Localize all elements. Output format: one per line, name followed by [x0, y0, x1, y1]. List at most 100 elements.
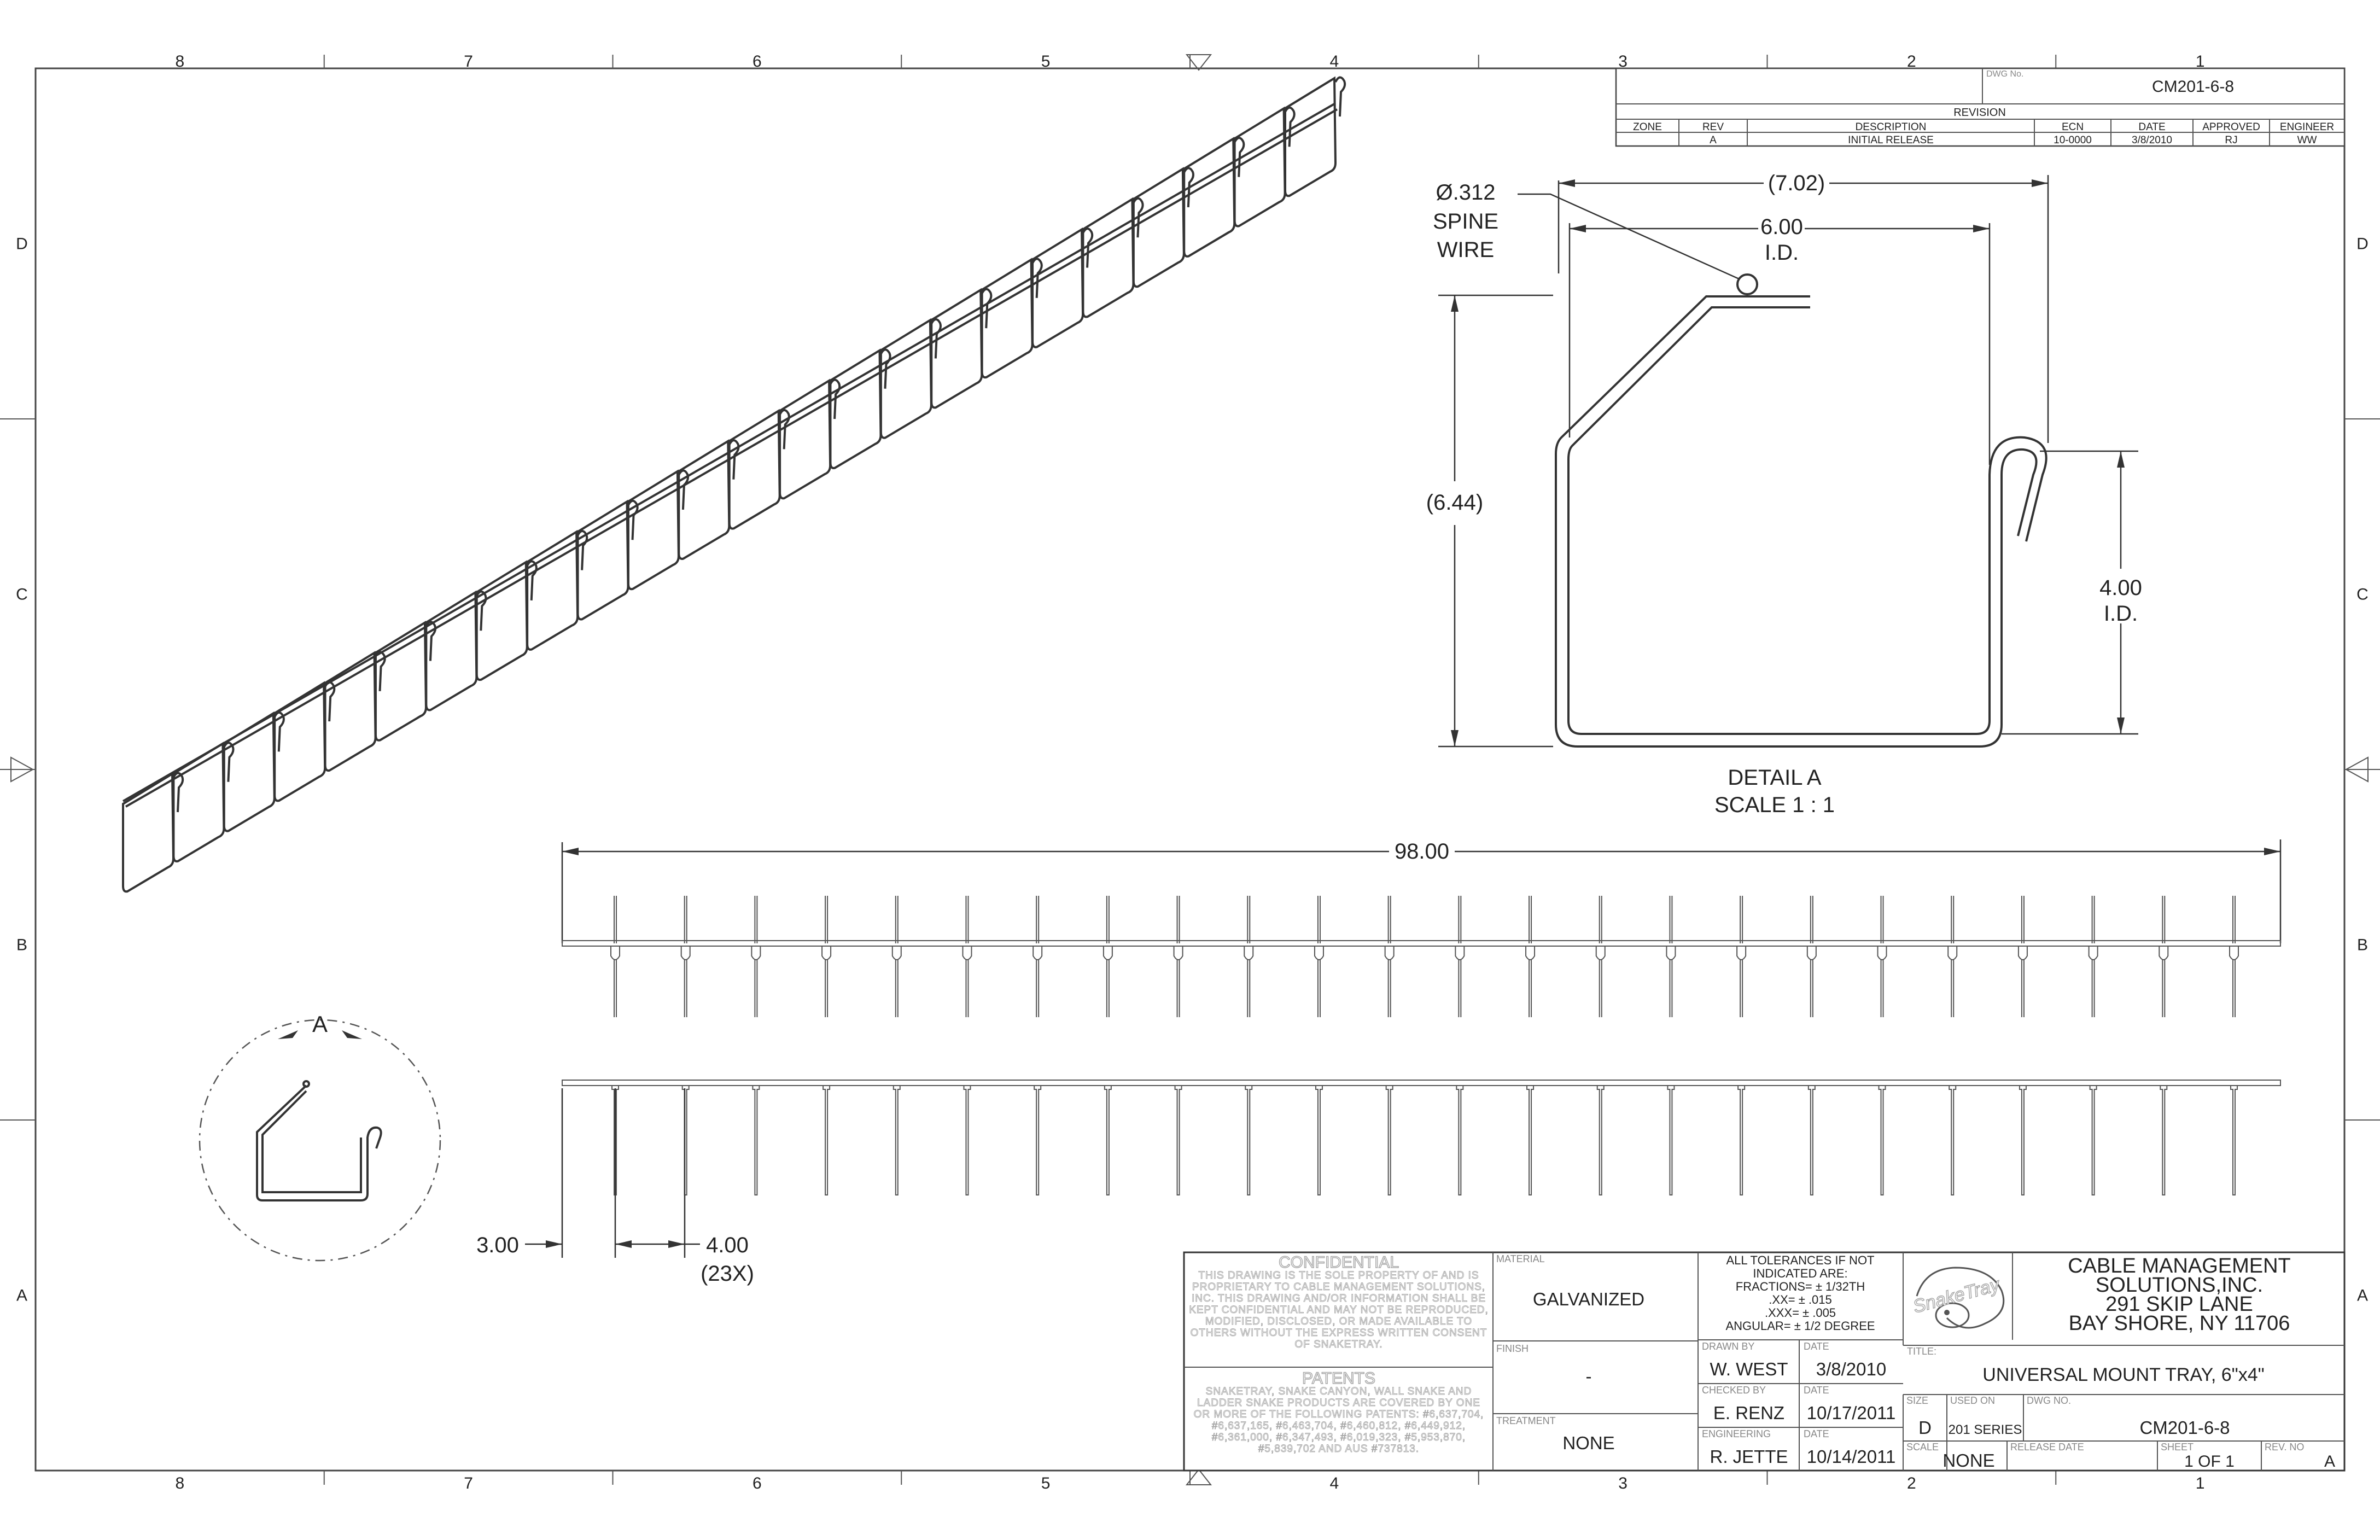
rev-value-2: INITIAL RELEASE	[1848, 135, 1934, 146]
dim-rung-spacing: 4.00	[706, 1233, 749, 1257]
rev-header-0: ZONE	[1633, 121, 1662, 133]
sheet-label: SHEET	[2161, 1442, 2194, 1452]
top-view-spine	[562, 940, 2281, 947]
zone-column-6-bottom: 6	[752, 1474, 762, 1492]
top-view-rung-upper	[1176, 896, 1180, 943]
title-block: CONFIDENTIAL THIS DRAWING IS THE SOLE PR…	[1183, 1251, 2346, 1472]
detail-a-title: DETAIL A	[1728, 766, 1821, 790]
front-view-rung	[1526, 1085, 1535, 1195]
top-view-rung-lower	[1806, 946, 1817, 1017]
zone-column-3-top: 3	[1618, 52, 1628, 71]
top-view-rung-upper	[1387, 896, 1391, 943]
release-date-label: RELEASE DATE	[2010, 1442, 2084, 1452]
iso-tray-rung	[678, 439, 731, 560]
dim-overall-length: 98.00	[1395, 839, 1449, 864]
finish-label: FINISH	[1496, 1343, 1529, 1354]
confidential-text: THIS DRAWING IS THE SOLE PROPERTY OF AND…	[1189, 1270, 1489, 1351]
patents-text: SNAKETRAY, SNAKE CANYON, WALL SNAKE AND …	[1193, 1386, 1484, 1455]
top-view-rung-lower	[1736, 946, 1747, 1017]
iso-rung-hook	[981, 288, 993, 329]
front-view-rung	[1807, 1085, 1816, 1195]
rev-header-5: APPROVED	[2202, 121, 2260, 133]
top-view-rung-upper	[2232, 896, 2236, 943]
rev-header-1: REV	[1702, 121, 1724, 133]
dim-overall-width: (7.02)	[1768, 171, 1825, 195]
centering-arrow-bottom	[1185, 1468, 1212, 1485]
rev-value-1: A	[1710, 135, 1717, 146]
spine-leader	[1518, 193, 1740, 280]
front-view-rung	[1315, 1085, 1323, 1195]
checked-by-value: E. RENZ	[1713, 1403, 1784, 1423]
zone-row-C-left: C	[16, 586, 28, 604]
treatment-label: TREATMENT	[1496, 1415, 1556, 1426]
spine-wire-circle	[1736, 273, 1758, 295]
spine-label-line1: SPINE	[1433, 209, 1498, 234]
tolerance-line: .XXX= ± .005	[1765, 1306, 1836, 1320]
company-line: SOLUTIONS,INC.	[2096, 1274, 2263, 1297]
title-label: TITLE:	[1907, 1346, 1936, 1357]
drawn-by-value: W. WEST	[1710, 1359, 1788, 1379]
iso-tray-rung	[981, 258, 1034, 379]
front-view-rung	[2160, 1085, 2168, 1195]
top-view-rung-lower	[1032, 946, 1043, 1017]
top-view-rung-lower	[1877, 946, 1887, 1017]
detail-a-wire-profile	[1555, 295, 2038, 748]
iso-rung-hook	[475, 590, 487, 631]
zone-row-B-left: B	[16, 936, 27, 954]
front-view-spine	[562, 1080, 2281, 1086]
rev-header-3: ECN	[2062, 121, 2084, 133]
material-label: MATERIAL	[1496, 1253, 1545, 1264]
zone-column-7-bottom: 7	[464, 1474, 473, 1492]
top-view-rungs	[610, 896, 2239, 1017]
plan-view: 98.00 3.00 4.00 (23X)	[476, 839, 2282, 1286]
iso-tray-rung	[930, 288, 983, 409]
used-on-value: 201 SERIES	[1949, 1422, 2022, 1437]
zone-column-4-bottom: 4	[1330, 1474, 1339, 1492]
tolerance-line: ANGULAR= ± 1/2 DEGREE	[1725, 1319, 1875, 1333]
finish-value: -	[1586, 1366, 1592, 1386]
front-view-rung	[1456, 1085, 1464, 1195]
dim-overall-height: (6.44)	[1426, 491, 1484, 515]
company-line: 291 SKIP LANE	[2105, 1293, 2253, 1316]
iso-tray-rung	[576, 499, 629, 621]
iso-rung-hook	[425, 620, 437, 661]
front-view-rung	[1949, 1085, 1957, 1195]
dim-inner-height: 4.00	[2099, 576, 2142, 600]
top-view-rung-lower	[821, 946, 832, 1017]
top-view-rung-lower	[2017, 946, 2028, 1017]
checked-date-label: DATE	[1804, 1385, 1829, 1396]
top-view-rung-upper	[754, 896, 758, 943]
iso-rung-hook	[1284, 106, 1296, 147]
front-view-rung	[892, 1085, 901, 1195]
top-view-rung-upper	[1599, 896, 1602, 943]
zone-column-1-bottom: 1	[2196, 1474, 2205, 1492]
top-view-rung-upper	[1106, 896, 1110, 943]
zone-column-5-top: 5	[1041, 52, 1051, 71]
rev-value-5: RJ	[2225, 135, 2237, 146]
top-view-rung-upper	[1036, 896, 1040, 943]
top-view-rung-lower	[1595, 946, 1606, 1017]
top-view-rung-lower	[1173, 946, 1183, 1017]
iso-rung-hook	[324, 681, 336, 722]
iso-tray-rung	[526, 530, 579, 651]
zone-column-3-bottom: 3	[1618, 1474, 1628, 1492]
dwg-no-value: CM201-6-8	[2139, 1418, 2230, 1438]
iso-tray-rung	[1031, 227, 1084, 348]
iso-tray-rung	[1233, 106, 1286, 228]
front-view-rung	[1034, 1085, 1042, 1195]
engineering-date-label: DATE	[1804, 1428, 1829, 1439]
iso-rung-hook	[728, 439, 740, 480]
zone-row-A-right: A	[2357, 1287, 2368, 1305]
top-view-rung-upper	[1669, 896, 1673, 943]
top-view-rung-upper	[1247, 896, 1251, 943]
detail-a-scale: SCALE 1 : 1	[1714, 793, 1835, 817]
confidential-heading: CONFIDENTIAL	[1279, 1253, 1399, 1271]
detail-a-wire-profile-inner	[1567, 306, 2048, 735]
company-line: CABLE MANAGEMENT	[2068, 1255, 2291, 1278]
detail-a-view: Ø.312 SPINE WIRE (7.02) 6.00 I.D. (6.44)…	[1426, 171, 2142, 817]
top-view-rung-upper	[1810, 896, 1813, 943]
top-view-rung-lower	[1314, 946, 1324, 1017]
front-view-rung	[2089, 1085, 2097, 1195]
top-view-rung-lower	[2159, 946, 2169, 1017]
centering-arrow-left	[0, 756, 36, 783]
